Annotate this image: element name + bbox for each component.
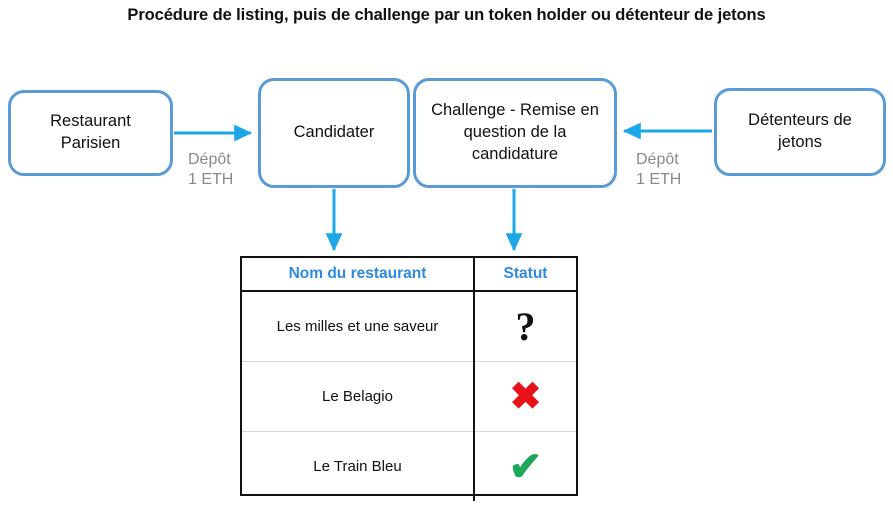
table-header-statut: Statut [474, 258, 576, 292]
box-candidater[interactable]: Candidater [258, 78, 410, 188]
deposit-label-left: Dépôt 1 ETH [188, 151, 234, 189]
box-detenteurs-de-jetons[interactable]: Détenteurs de jetons [714, 88, 886, 176]
red-cross-icon: ✖ [509, 375, 542, 418]
table-header-nom-du-restaurant: Nom du restaurant [242, 258, 475, 292]
cell-status: ✔ [474, 431, 576, 501]
box-restaurant-parisien[interactable]: Restaurant Parisien [8, 90, 173, 176]
page-title: Procédure de listing, puis de challenge … [127, 6, 766, 24]
cell-restaurant-name: Le Belagio [242, 361, 475, 432]
table-row: Les milles et une saveur ? [242, 291, 576, 362]
status-table-container: Nom du restaurant Statut Les milles et u… [240, 256, 578, 501]
table-row: Le Belagio ✖ [242, 361, 576, 432]
green-check-icon: ✔ [508, 444, 543, 489]
cell-status: ✖ [474, 361, 576, 432]
cell-status: ? [474, 291, 576, 362]
deposit-label-right: Dépôt 1 ETH [636, 151, 682, 189]
table-row: Le Train Bleu ✔ [242, 431, 576, 501]
cell-restaurant-name: Le Train Bleu [242, 431, 475, 501]
table-header-row: Nom du restaurant Statut [242, 258, 576, 292]
cell-restaurant-name: Les milles et une saveur [242, 291, 475, 362]
question-mark-icon: ? [515, 303, 536, 349]
status-table: Nom du restaurant Statut Les milles et u… [242, 258, 576, 501]
box-challenge[interactable]: Challenge - Remise en question de la can… [413, 78, 617, 188]
